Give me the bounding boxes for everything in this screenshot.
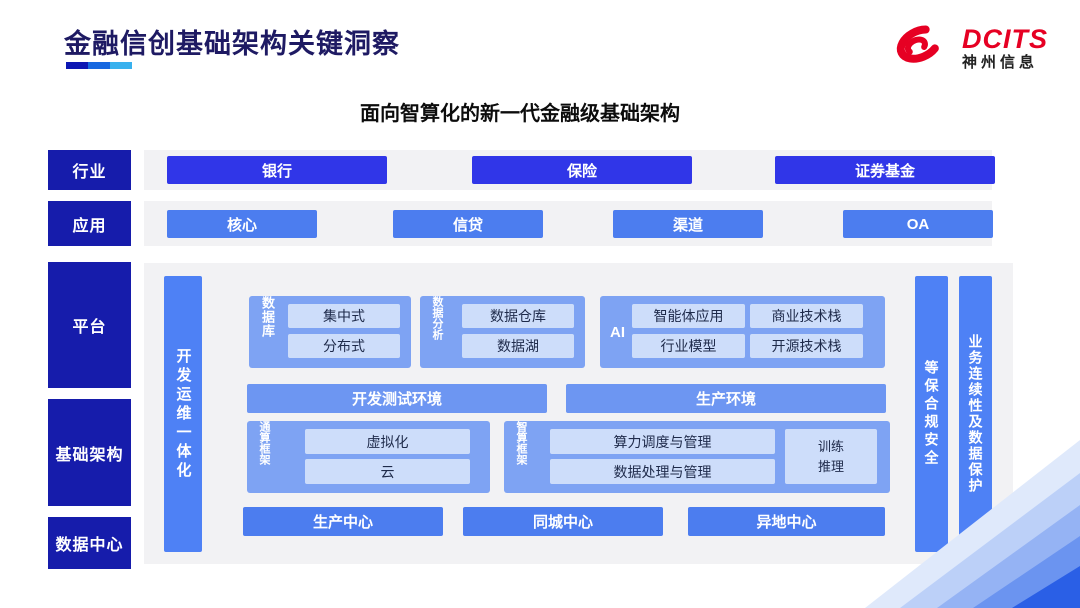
general-compute-group: 通算框架 虚拟化 云 — [247, 421, 490, 493]
application-item-channel: 渠道 — [613, 210, 763, 238]
prod-env-bar: 生产环境 — [566, 384, 886, 413]
database-item-centralized: 集中式 — [288, 304, 400, 328]
devops-vertical-bar: 开发运维一体化 — [164, 276, 202, 552]
page-title: 金融信创基础架构关键洞察 — [64, 29, 400, 59]
rail-application: 应用 — [48, 201, 131, 246]
industry-item-insurance: 保险 — [472, 156, 692, 184]
general-compute-item-virtualization: 虚拟化 — [305, 429, 470, 454]
security-vertical-bar: 等保合规安全 — [915, 276, 948, 552]
general-compute-item-cloud: 云 — [305, 459, 470, 484]
inference-line: 推理 — [817, 458, 844, 474]
rail-infrastructure: 基础架构 — [48, 399, 131, 506]
ai-item-opensource-stack: 开源技术栈 — [750, 334, 863, 358]
dev-test-env-bar: 开发测试环境 — [247, 384, 547, 413]
ai-group: AI 智能体应用 商业技术栈 行业模型 开源技术栈 — [600, 296, 885, 368]
ai-item-industry-model: 行业模型 — [632, 334, 745, 358]
application-item-core: 核心 — [167, 210, 317, 238]
general-compute-label: 通算框架 — [258, 421, 270, 465]
training-line: 训练 — [817, 439, 844, 454]
industry-item-bank: 银行 — [167, 156, 387, 184]
underline-segment-medium — [88, 62, 110, 69]
application-item-oa: OA — [843, 210, 993, 238]
underline-segment-dark — [66, 62, 88, 69]
center-production: 生产中心 — [243, 507, 443, 536]
diagram-subtitle: 面向智算化的新一代金融级基础架构 — [360, 103, 680, 125]
logo-brand-text: DCITS — [962, 24, 1048, 55]
analytics-group: 数据分析 数据仓库 数据湖 — [420, 296, 585, 368]
ai-item-commercial-stack: 商业技术栈 — [750, 304, 863, 328]
analytics-item-datalake: 数据湖 — [462, 334, 574, 358]
ai-item-agent-app: 智能体应用 — [632, 304, 745, 328]
underline-segment-light — [110, 62, 132, 69]
rail-industry: 行业 — [48, 150, 131, 190]
smart-compute-group: 智算框架 算力调度与管理 数据处理与管理 训练 推理 — [504, 421, 890, 493]
smart-compute-item-scheduling: 算力调度与管理 — [550, 429, 775, 454]
dcits-logo: DCITS 神州信息 — [880, 18, 1048, 79]
database-group: 数据库 集中式 分布式 — [249, 296, 411, 368]
title-underline — [66, 62, 132, 69]
analytics-group-label: 数据分析 — [431, 296, 443, 340]
rail-datacenter: 数据中心 — [48, 517, 131, 569]
application-item-credit: 信贷 — [393, 210, 543, 238]
training-inference-box: 训练 推理 — [785, 429, 877, 484]
rail-platform: 平台 — [48, 262, 131, 388]
center-remote: 异地中心 — [688, 507, 885, 536]
ai-group-label: AI — [610, 323, 625, 341]
logo-company-text: 神州信息 — [962, 54, 1039, 72]
platform-panel: 开发运维一体化 数据库 集中式 分布式 数据分析 数据仓库 数据湖 AI 智能体… — [144, 263, 1013, 564]
database-item-distributed: 分布式 — [288, 334, 400, 358]
center-same-city: 同城中心 — [463, 507, 663, 536]
red-swirl-icon — [880, 18, 954, 79]
analytics-item-warehouse: 数据仓库 — [462, 304, 574, 328]
smart-compute-item-dataprocessing: 数据处理与管理 — [550, 459, 775, 484]
continuity-vertical-bar: 业务连续性及数据保护 — [959, 276, 992, 552]
database-group-label: 数据库 — [260, 296, 275, 338]
smart-compute-label: 智算框架 — [515, 421, 527, 465]
industry-item-securities: 证券基金 — [775, 156, 995, 184]
